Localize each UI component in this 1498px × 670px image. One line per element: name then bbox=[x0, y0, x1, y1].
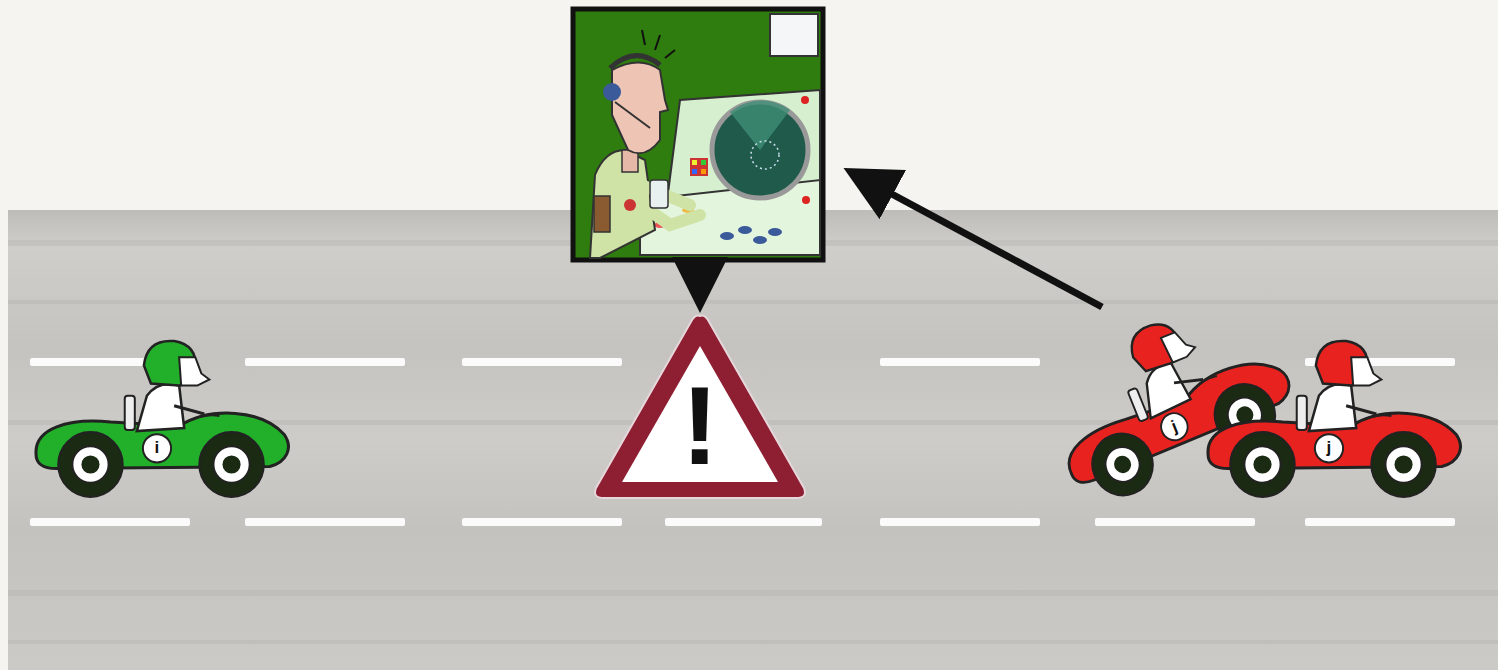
report-arrow bbox=[862, 178, 1102, 307]
warning-sign: ! bbox=[590, 312, 810, 502]
red-car: j bbox=[1200, 335, 1462, 507]
car-drawing bbox=[28, 335, 290, 507]
road bbox=[8, 210, 1498, 670]
green-car: i bbox=[28, 335, 290, 507]
car-drawing bbox=[1200, 335, 1462, 507]
car-badge-letter: j bbox=[1317, 439, 1341, 456]
warning-mark: ! bbox=[590, 370, 810, 482]
radar-operator bbox=[573, 9, 823, 260]
car-badge-letter: i bbox=[145, 439, 169, 456]
warning-arrow bbox=[697, 262, 704, 292]
road-texture bbox=[8, 240, 1498, 644]
